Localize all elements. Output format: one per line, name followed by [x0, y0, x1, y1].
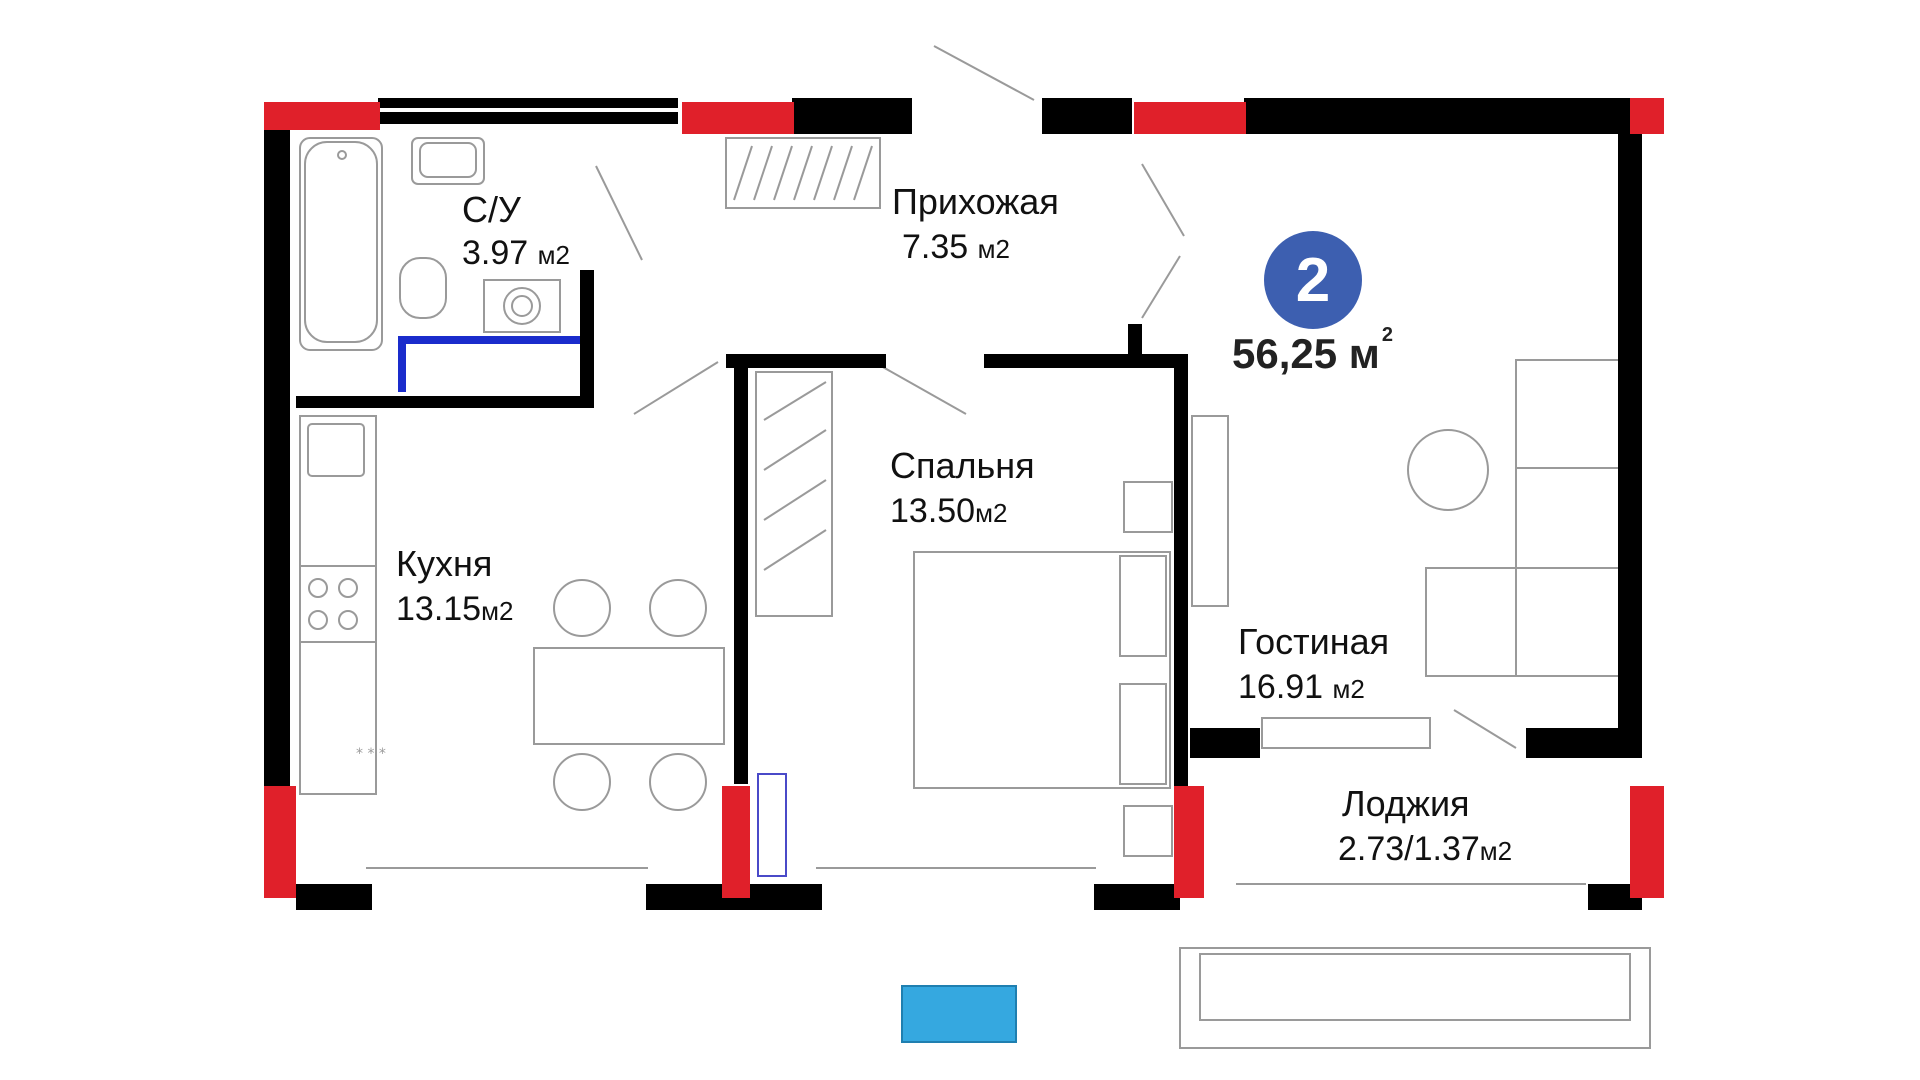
radiator — [757, 773, 787, 877]
room-hallway-label: Прихожая 7.35 м2 — [892, 181, 1059, 266]
wall-highlights — [264, 98, 1664, 898]
svg-text:* * *: * * * — [356, 746, 386, 762]
room-kitchen-label: Кухня 13.15м2 — [396, 543, 514, 628]
walls — [264, 98, 1642, 910]
hall-wardrobe — [725, 137, 881, 209]
kitchen-table — [533, 647, 725, 745]
plumbing-marker — [398, 336, 580, 392]
bedroom-wardrobe — [755, 371, 833, 617]
bathtub — [299, 137, 383, 351]
furniture: * * * — [299, 45, 1651, 1049]
sofa — [1515, 359, 1625, 677]
entrance-marker — [901, 985, 1017, 1043]
room-loggia-label: Лоджия 2.73/1.37м2 — [1338, 783, 1513, 868]
rooms-count-badge: 2 — [1264, 231, 1362, 329]
bed — [913, 551, 1171, 789]
coffee-table — [1407, 429, 1489, 511]
bathroom-sink — [411, 137, 485, 185]
room-living-label: Гостиная 16.91 м2 — [1238, 621, 1390, 706]
tv-unit — [1191, 415, 1229, 607]
toilet — [399, 257, 447, 319]
room-bedroom-label: Спальня 13.50м2 — [890, 445, 1035, 530]
room-bathroom-label: С/У 3.97 м2 — [462, 189, 570, 272]
washing-machine — [483, 279, 561, 333]
